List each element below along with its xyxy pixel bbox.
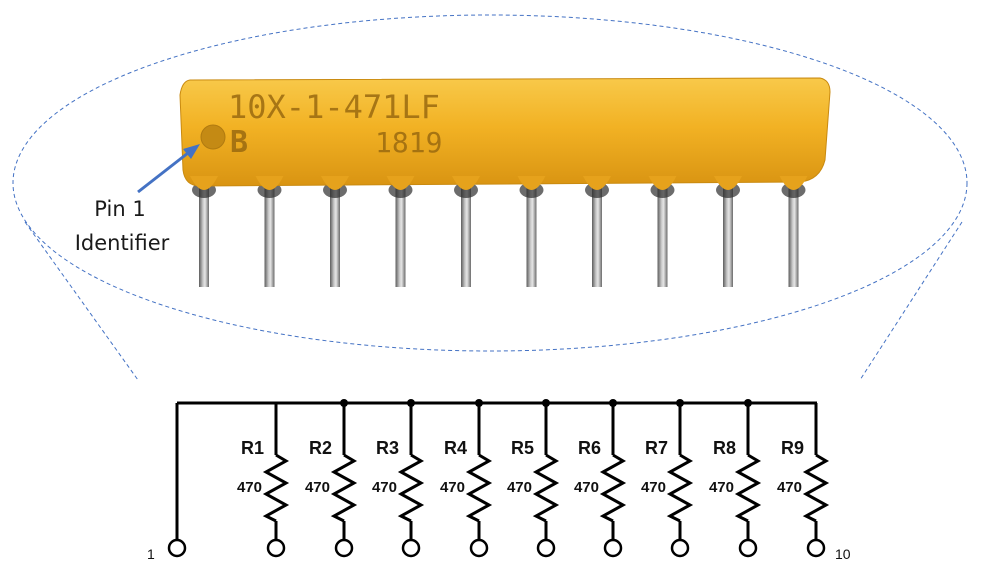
resistor-name-label: R5 <box>511 438 534 458</box>
resistor-r9: R9 470 <box>777 403 830 558</box>
resistor-name-label: R2 <box>309 438 332 458</box>
resistor-value-label: 470 <box>440 479 465 496</box>
component-lead <box>723 175 733 287</box>
resistor-name-label: R3 <box>376 438 399 458</box>
component-marking-date-code: 1819 <box>375 126 442 159</box>
component-lead <box>264 175 275 287</box>
component-body-scallop <box>452 176 480 190</box>
resistor-r3: R3 470 <box>372 399 425 558</box>
resistor-r5: R5 470 <box>507 399 560 558</box>
resistor-name-label: R9 <box>781 438 804 458</box>
resistor-r1: R1 470 <box>237 403 290 558</box>
resistor-zigzag-icon <box>734 453 762 523</box>
resistor-r8: R8 470 <box>709 399 762 558</box>
resistor-value-label: 470 <box>574 479 599 496</box>
pin-terminal <box>334 538 354 558</box>
pin-terminal <box>738 538 758 558</box>
pin-terminal <box>266 538 286 558</box>
pin1-dot-icon <box>200 124 226 150</box>
pin-terminal <box>806 538 826 558</box>
resistor-network-component: B 10X-1-471LF 1819 <box>179 77 831 287</box>
resistor-array: R1 470 R2 470 R3 470 R4 470 R5 470 R6 470 R7 470 R8 470… <box>237 399 830 558</box>
component-body-scallops <box>190 176 808 190</box>
component-marking-part-number: 10X-1-471LF <box>228 88 440 126</box>
component-lead <box>199 175 209 287</box>
pin-terminal <box>536 538 556 558</box>
component-lead <box>592 175 602 287</box>
zoom-outline <box>12 14 968 381</box>
component-body-scallop <box>779 176 808 190</box>
pin-terminal <box>670 538 690 558</box>
component-body-scallop <box>255 176 284 190</box>
zoom-guide-left <box>24 221 139 381</box>
resistor-value-label: 470 <box>305 479 330 496</box>
resistor-r6: R6 470 <box>574 399 627 558</box>
component-lead <box>461 175 471 287</box>
resistor-name-label: R6 <box>578 438 601 458</box>
callout-arrow-head-icon <box>183 144 200 159</box>
resistor-value-label: 470 <box>777 479 802 496</box>
resistor-zigzag-icon <box>262 453 290 523</box>
zoom-ellipse <box>12 14 968 352</box>
resistor-r7: R7 470 <box>641 399 694 558</box>
resistor-zigzag-icon <box>330 453 358 523</box>
resistor-zigzag-icon <box>666 453 694 523</box>
pin-terminal <box>401 538 421 558</box>
pin-terminal <box>469 538 489 558</box>
resistor-name-label: R4 <box>444 438 467 458</box>
component-lead <box>330 175 340 287</box>
zoom-guide-right <box>859 221 963 381</box>
resistor-name-label: R8 <box>713 438 736 458</box>
resistor-r2: R2 470 <box>305 399 358 558</box>
resistor-zigzag-icon <box>397 453 425 523</box>
component-body-scallop <box>321 176 349 190</box>
resistor-value-label: 470 <box>507 479 532 496</box>
component-body-scallop <box>190 176 218 190</box>
pin1-label: 1 <box>147 546 155 562</box>
component-leads <box>192 175 806 287</box>
component-body-scallop <box>386 176 415 190</box>
schematic: 1 10 R1 470 R2 470 R3 470 R4 470 R5 470 R6 470 R7 470… <box>147 399 851 562</box>
resistor-name-label: R1 <box>241 438 264 458</box>
pin1-terminal <box>167 538 187 558</box>
component-body-scallop <box>714 176 742 190</box>
callout-arrow-shaft <box>137 151 189 194</box>
resistor-value-label: 470 <box>237 479 262 496</box>
component-marking-logo: B <box>230 125 248 160</box>
component-body-scallop <box>583 176 611 190</box>
component-lead <box>526 175 537 287</box>
component-body-scallop <box>517 176 546 190</box>
component-lead <box>788 175 799 287</box>
callout-label-line1: Pin 1 <box>94 197 145 221</box>
resistor-value-label: 470 <box>709 479 734 496</box>
component-lead <box>395 175 406 287</box>
callout-label-line2: Identifier <box>75 231 170 255</box>
resistor-zigzag-icon <box>532 453 560 523</box>
resistor-name-label: R7 <box>645 438 668 458</box>
resistor-zigzag-icon <box>802 453 830 523</box>
resistor-zigzag-icon <box>599 453 627 523</box>
resistor-zigzag-icon <box>465 453 493 523</box>
resistor-value-label: 470 <box>641 479 666 496</box>
pin-terminal <box>603 538 623 558</box>
component-lead <box>657 175 668 287</box>
resistor-r4: R4 470 <box>440 399 493 558</box>
resistor-value-label: 470 <box>372 479 397 496</box>
pin1-callout: Pin 1 Identifier <box>75 144 200 255</box>
component-body-scallop <box>648 176 677 190</box>
pin10-label: 10 <box>835 546 851 562</box>
